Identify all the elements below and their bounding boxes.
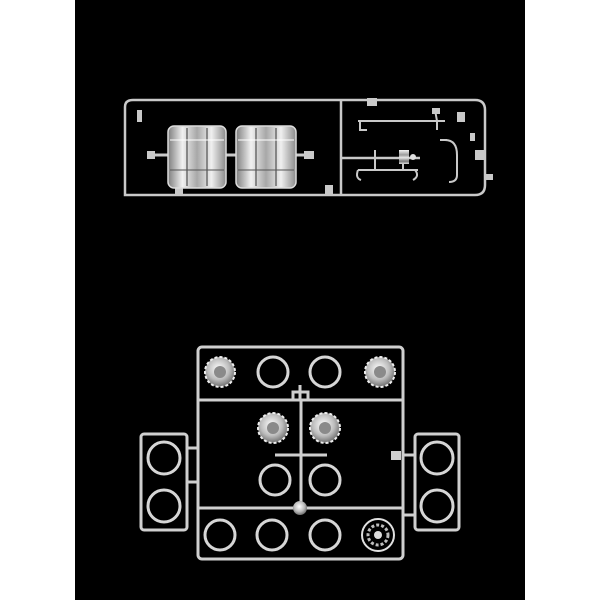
hub — [309, 412, 341, 444]
rim — [258, 463, 292, 497]
rim — [255, 518, 289, 552]
hub-large — [361, 518, 395, 552]
rim — [203, 518, 237, 552]
sprue-illustration — [123, 98, 493, 561]
rim — [419, 488, 455, 524]
sprue-frame-left — [139, 432, 189, 532]
sprue-gate — [293, 501, 307, 515]
rim — [146, 440, 182, 476]
sprue-frame-main — [196, 345, 405, 561]
rim — [308, 355, 342, 389]
wheel-hub-sprue — [139, 345, 461, 561]
rim — [308, 463, 342, 497]
sprue-frame-right — [413, 432, 461, 532]
black-backdrop — [75, 0, 525, 600]
rim — [146, 488, 182, 524]
rim — [308, 518, 342, 552]
wheel-hubs — [204, 356, 396, 552]
hub — [364, 356, 396, 388]
wheel-rims — [146, 355, 455, 552]
fuel-tank-right — [235, 125, 297, 189]
rim — [419, 440, 455, 476]
fuel-tank-left — [167, 125, 227, 189]
hub — [204, 356, 236, 388]
sprue-frame — [123, 98, 487, 197]
rim — [256, 355, 290, 389]
mirror-bracket-parts — [341, 108, 475, 183]
hub — [257, 412, 289, 444]
